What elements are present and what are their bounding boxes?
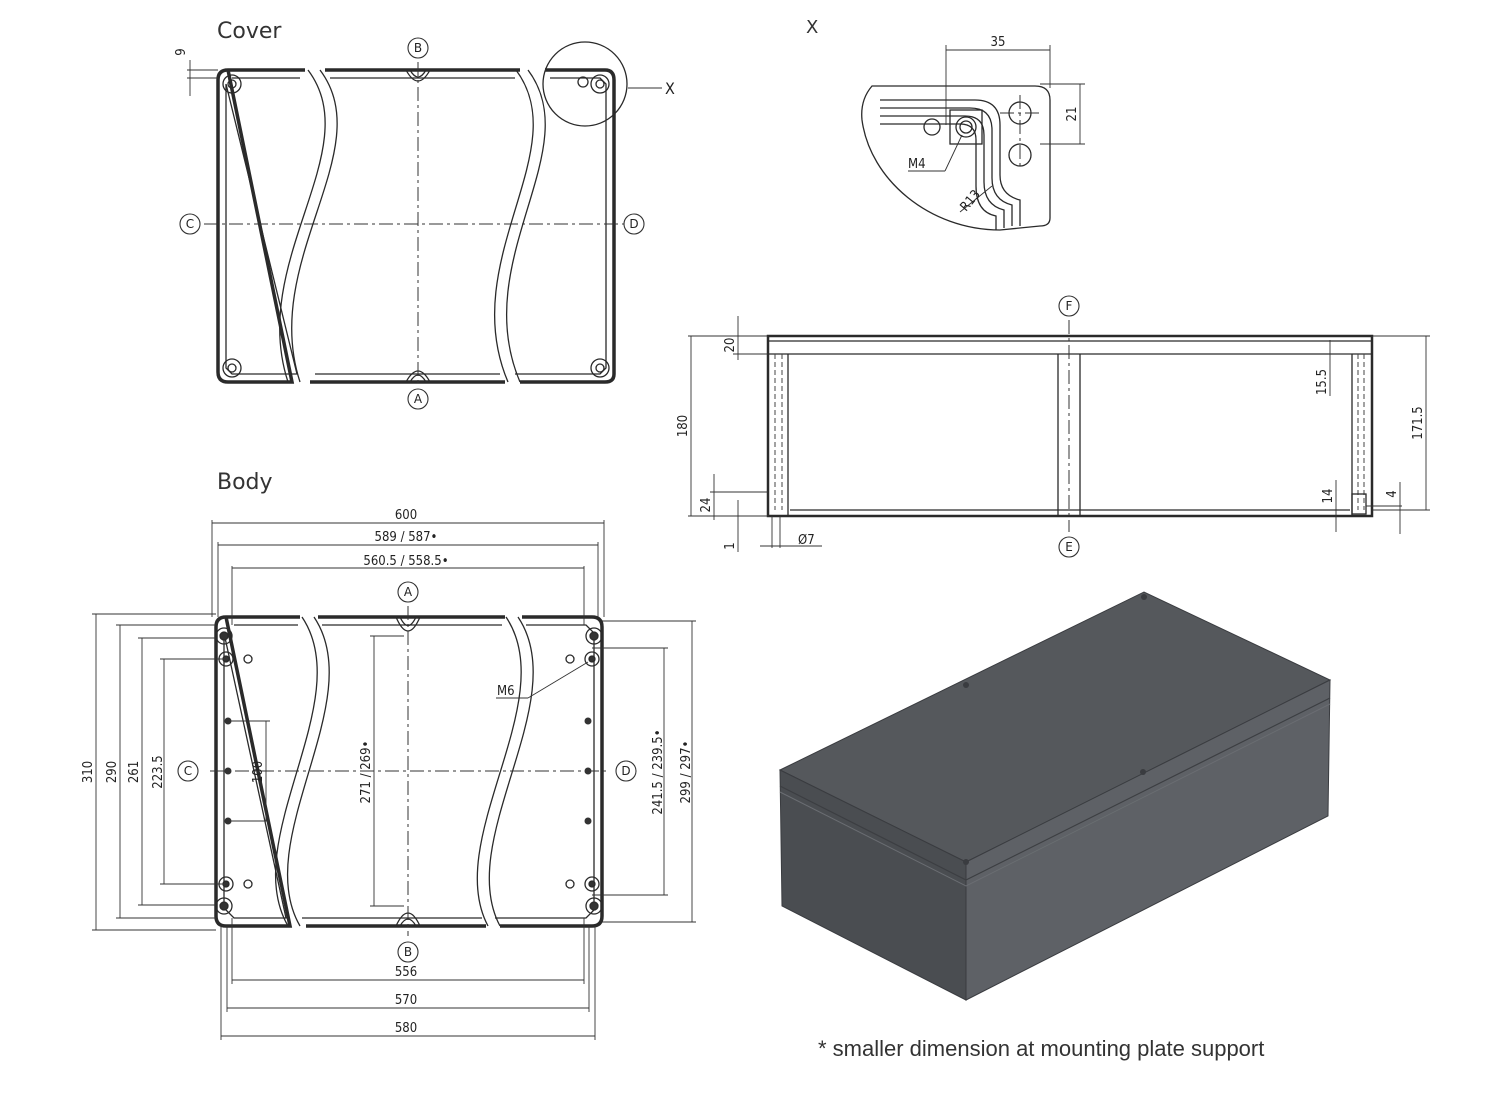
detail-rib	[880, 115, 1005, 228]
bubble-d-label: D	[621, 764, 630, 778]
dim-556: 556	[395, 965, 417, 980]
cover-outline	[216, 68, 616, 384]
box-side-face	[965, 679, 1331, 1001]
section-view: F E 180 20 24 1 Ø7 171.5 15.5 14 4	[676, 295, 1430, 558]
dim-21: 21	[1065, 107, 1080, 122]
bubble-d	[615, 760, 637, 782]
bubble-a-label: A	[404, 585, 413, 599]
bubble-f-label: F	[1066, 299, 1073, 313]
bubble-a	[407, 388, 429, 410]
dim-223-5: 223.5	[151, 755, 166, 788]
dim-261: 261	[127, 761, 142, 783]
bubble-c	[179, 213, 201, 235]
dim-180: 180	[676, 415, 691, 437]
bubble-c-label: C	[184, 764, 192, 778]
dim-100: 100	[251, 761, 266, 783]
bubble-f	[1058, 295, 1080, 317]
cover-inner-outline	[225, 77, 607, 375]
dim-580: 580	[395, 1021, 417, 1036]
dim-15-5: 15.5	[1315, 369, 1330, 395]
bubble-a-label: A	[414, 392, 423, 406]
leader-line	[944, 134, 963, 172]
detail-outline	[861, 85, 1051, 231]
detail-title: X	[806, 17, 818, 38]
earth-screw-icon	[955, 116, 977, 138]
cover-view: Cover X 9 B A	[174, 19, 675, 410]
box-lid-seam	[779, 697, 1331, 881]
bubble-a	[397, 581, 419, 603]
label-m6: M6	[497, 684, 515, 699]
dim-299: 299 / 297•	[679, 741, 694, 804]
dim-589: 589 / 587•	[375, 530, 438, 545]
leader-line	[527, 661, 589, 699]
cover-break-curve	[505, 69, 546, 383]
bubble-c-label: C	[186, 217, 194, 231]
dim-diameter-7: Ø7	[798, 533, 815, 548]
bubble-e	[1058, 536, 1080, 558]
cover-break-curve	[493, 69, 534, 383]
enclosure-3d-render	[778, 591, 1332, 1001]
dim-35: 35	[991, 35, 1006, 50]
dim-14: 14	[1321, 489, 1336, 504]
body-break-curve	[286, 616, 330, 927]
body-outline	[214, 615, 604, 928]
body-break-curve	[476, 616, 522, 927]
dim-600: 600	[395, 508, 417, 523]
detail-x-view: X 35 21 M4 R13	[806, 17, 1085, 231]
detail-rib	[880, 107, 1013, 226]
dim-9: 9	[174, 48, 189, 55]
dim-4: 4	[1385, 490, 1400, 497]
earth-symbol-icon	[923, 118, 941, 136]
leader-line	[959, 185, 993, 213]
box-lid-seam-highlight	[779, 703, 1331, 887]
bubble-d-label: D	[629, 217, 638, 231]
dim-271: 271 / 269•	[359, 741, 374, 804]
body-break-curve	[274, 616, 318, 927]
detail-x-label: X	[665, 79, 675, 98]
cover-break-curve	[291, 69, 338, 383]
dim-560-5: 560.5 / 558.5•	[363, 554, 448, 569]
bubble-d	[623, 213, 645, 235]
cover-title: Cover	[217, 19, 282, 44]
cover-break-curve	[279, 69, 326, 383]
mount-boss	[1351, 493, 1367, 515]
body-break-curve	[488, 616, 534, 927]
earth-bolt-icon	[577, 76, 589, 88]
bubble-b-label: B	[414, 41, 422, 55]
dim-241-5: 241.5 / 239.5•	[651, 729, 666, 814]
box-lid-screws	[963, 594, 1147, 865]
bubble-b-label: B	[404, 945, 412, 959]
bubble-e-label: E	[1065, 540, 1073, 554]
section-outline	[766, 334, 1374, 518]
detail-rib	[880, 123, 997, 230]
dim-1: 1	[723, 542, 738, 549]
dim-171-5: 171.5	[1411, 406, 1426, 439]
earth-terminal	[949, 109, 983, 145]
bubble-b	[397, 941, 419, 963]
detail-x-circle	[542, 41, 628, 127]
bubble-b	[407, 37, 429, 59]
footnote: * smaller dimension at mounting plate su…	[818, 1036, 1264, 1061]
detail-rib	[880, 99, 1021, 226]
body-title: Body	[217, 470, 273, 495]
body-view: Body A B C	[81, 470, 696, 1040]
dim-570: 570	[395, 993, 417, 1008]
dim-20: 20	[723, 338, 738, 353]
bubble-c	[177, 760, 199, 782]
earth-screw-inner	[959, 120, 973, 134]
dim-310: 310	[81, 761, 96, 783]
dim-24: 24	[699, 498, 714, 513]
label-m4: M4	[908, 157, 926, 172]
dim-290: 290	[105, 761, 120, 783]
